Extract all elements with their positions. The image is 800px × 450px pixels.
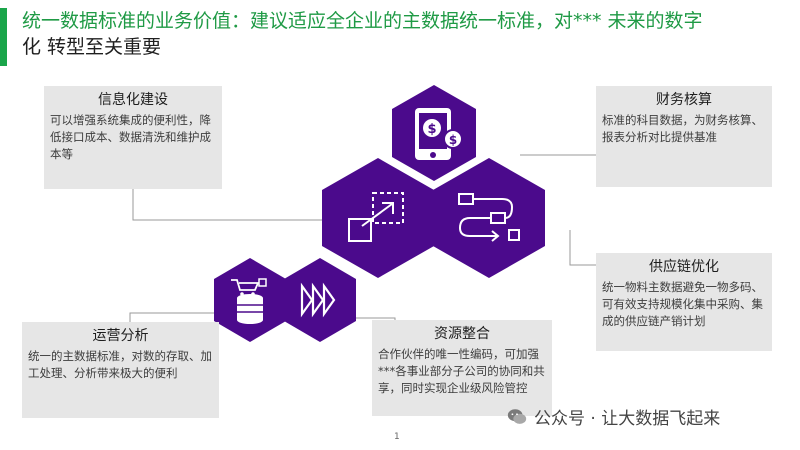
title-line-1: 统一数据标准的业务价值：建议适应全企业的主数据统一标准，对*** 未来的数字 <box>22 10 703 32</box>
resize-arrow-icon <box>348 192 404 242</box>
svg-text:$: $ <box>427 122 436 137</box>
connector-info <box>132 189 342 221</box>
box-supply-body: 统一物料主数据避免一物多码、可有效支持规模化集中采购、集成的供应链产销计划 <box>602 280 763 328</box>
box-resource: 资源整合 合作伙伴的唯一性编码，可加强***各事业部分子公司的协同和共享，同时实… <box>372 320 552 416</box>
fast-forward-icon <box>300 282 336 318</box>
watermark: 公众号 · 让大数据飞起来 <box>506 404 720 429</box>
svg-text:$: $ <box>449 133 457 147</box>
box-info: 信息化建设 可以增强系统集成的便利性，降低接口成本、数据清洗和维护成本等 <box>44 86 222 189</box>
title-line-2: 化 转型至关重要 <box>22 36 162 58</box>
box-ops-head: 运营分析 <box>92 328 149 344</box>
connector-ops <box>129 312 215 322</box>
box-supply: 供应链优化 统一物料主数据避免一物多码、可有效支持规模化集中采购、集成的供应链产… <box>596 253 772 351</box>
hexagon-info <box>322 158 434 278</box>
flow-path-icon <box>458 193 520 242</box>
database-cart-icon <box>231 278 267 324</box>
watermark-text: 公众号 · 让大数据飞起来 <box>534 409 721 429</box>
connector-supply <box>569 230 600 266</box>
page-number: 1 <box>394 432 400 442</box>
box-info-body: 可以增强系统集成的便利性，降低接口成本、数据清洗和维护成本等 <box>50 113 211 161</box>
box-resource-head: 资源整合 <box>434 326 490 342</box>
box-ops: 运营分析 统一的主数据标准，对数的存取、加工处理、分析带来极大的便利 <box>22 322 219 418</box>
box-finance-head: 财务核算 <box>656 92 712 108</box>
box-resource-body: 合作伙伴的唯一性编码，可加强***各事业部分子公司的协同和共享，同时实现企业级风… <box>378 347 545 395</box>
box-finance: 财务核算 标准的科目数据，为财务核算、报表分析对比提供基准 <box>596 86 772 187</box>
title-accent-bar <box>0 8 7 66</box>
tablet-dollar-icon: $ $ <box>415 108 463 160</box>
box-info-head: 信息化建设 <box>98 92 168 108</box>
wechat-icon <box>507 408 527 424</box>
hexagon-resource <box>284 258 356 342</box>
box-supply-head: 供应链优化 <box>649 259 719 275</box>
page-title: 统一数据标准的业务价值：建议适应全企业的主数据统一标准，对*** 未来的数字 化… <box>22 8 762 60</box>
box-finance-body: 标准的科目数据，为财务核算、报表分析对比提供基准 <box>602 113 763 144</box>
box-ops-body: 统一的主数据标准，对数的存取、加工处理、分析带来极大的便利 <box>28 349 212 380</box>
